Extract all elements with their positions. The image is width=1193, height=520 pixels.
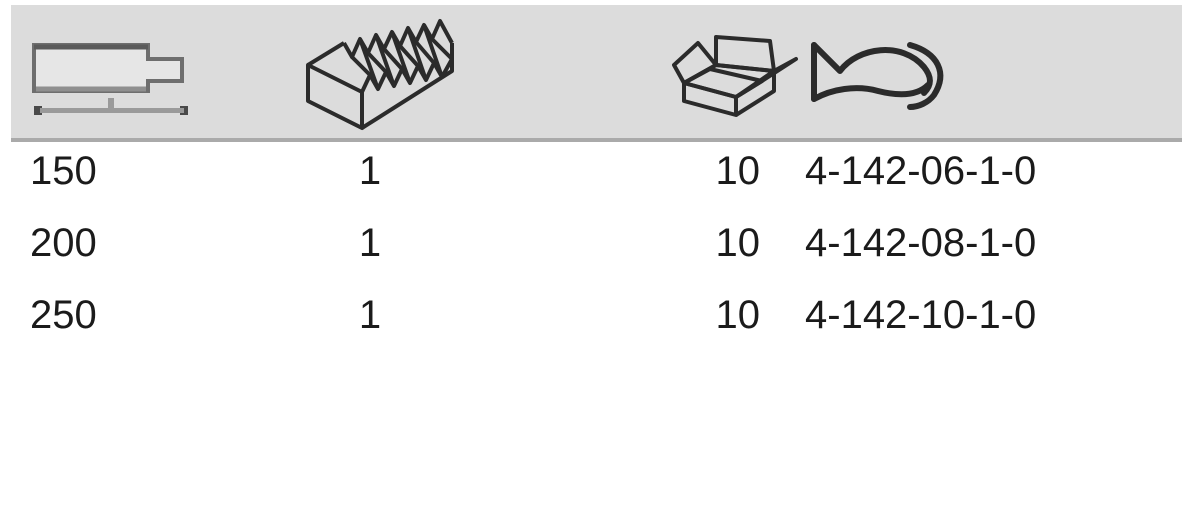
file-length-dimension-icon xyxy=(30,35,210,115)
table-body: 150 1 10 4-142-06-1-0 200 1 10 4-142-08-… xyxy=(0,147,1193,363)
table-header-row xyxy=(11,5,1182,142)
open-box-icon xyxy=(670,25,800,120)
cell-packaging: 10 xyxy=(715,293,761,337)
table-row: 200 1 10 4-142-08-1-0 xyxy=(0,219,1193,291)
cell-length: 150 xyxy=(30,149,97,193)
cell-length: 200 xyxy=(30,221,97,265)
cell-article: 4-142-06-1-0 xyxy=(805,149,1037,193)
cell-length: 250 xyxy=(30,293,97,337)
cell-packaging: 10 xyxy=(715,149,761,193)
table-row: 250 1 10 4-142-10-1-0 xyxy=(0,291,1193,363)
cell-article: 4-142-10-1-0 xyxy=(805,293,1037,337)
cell-cut: 1 xyxy=(358,293,382,337)
table-row: 150 1 10 4-142-06-1-0 xyxy=(0,147,1193,219)
serrated-block-icon xyxy=(300,13,460,135)
cell-cut: 1 xyxy=(358,221,382,265)
cell-cut: 1 xyxy=(358,149,382,193)
cell-article: 4-142-08-1-0 xyxy=(805,221,1037,265)
fish-icon xyxy=(806,33,956,115)
cell-packaging: 10 xyxy=(715,221,761,265)
